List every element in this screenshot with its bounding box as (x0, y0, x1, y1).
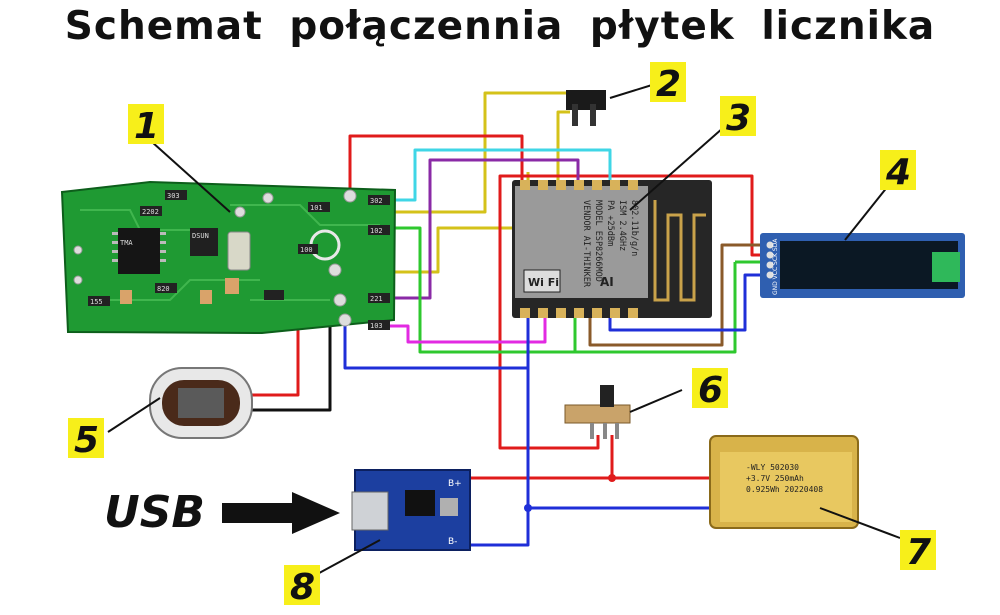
wire-yellow-2 (556, 110, 570, 182)
ai-badge: AI (600, 275, 614, 289)
battery-text: -WLY 502030 (746, 463, 799, 472)
callout-number: 4 (885, 152, 911, 193)
esp-text: 802.11b/g/n (629, 200, 639, 256)
callout-number: 3 (726, 98, 751, 139)
charger-board: B+ B- (351, 469, 471, 551)
charger-pin-label: B+ (448, 479, 462, 489)
callout-number: 7 (906, 532, 931, 573)
pcb-label: 100 (300, 246, 313, 254)
lipo-battery: -WLY 502030 +3.7V 250mAh 0.925Wh 2022040… (709, 435, 859, 529)
callout-8: 8 (284, 565, 320, 608)
wifi-badge: Wi Fi (528, 276, 559, 289)
callout-3: 3 (720, 96, 756, 139)
wire-green-1 (382, 226, 577, 354)
esp-text: ISM 2.4GHz (617, 200, 627, 251)
battery-text: 0.925Wh 20220408 (746, 485, 823, 494)
wire-red-top (348, 134, 524, 196)
callout-number: 1 (134, 106, 159, 147)
callout-number: 6 (698, 370, 723, 411)
callout-number: 5 (74, 420, 99, 461)
usb-input: USB (104, 487, 340, 538)
battery-text: +3.7V 250mAh (746, 474, 804, 483)
pcb-label: 221 (370, 295, 383, 303)
pcb-label: 155 (90, 298, 103, 306)
wire-purple (382, 158, 580, 300)
push-button (566, 90, 606, 126)
oled-display: GND VCC SCK SDA (760, 233, 965, 298)
callout-4: 4 (880, 150, 916, 193)
pcb-label: 2202 (142, 208, 159, 216)
diagram-title: Schemat połączennia płytek licznika (64, 4, 936, 49)
speaker (149, 367, 253, 439)
wire-brown (588, 243, 765, 347)
callout-5: 5 (68, 418, 104, 461)
charger-pin-label: B- (448, 537, 457, 547)
usb-label: USB (104, 487, 205, 538)
esp-text: PA +25dBm (605, 200, 615, 246)
pcb-label: 103 (370, 322, 383, 330)
pcb-label: 302 (370, 197, 383, 205)
oled-pins-label: GND VCC SCK SDA (772, 238, 779, 295)
pcb-label: 102 (370, 227, 383, 235)
callout-6: 6 (692, 368, 728, 411)
wire-green-3 (575, 262, 737, 354)
pcb-label: 101 (310, 204, 323, 212)
esp-text: MODEL ESP8266MOD (593, 200, 603, 282)
wire-yellow-3 (382, 172, 530, 274)
callout-7: 7 (900, 530, 936, 573)
wire-black-speaker (252, 318, 332, 412)
callout-2: 2 (650, 62, 686, 105)
callout-number: 8 (290, 567, 315, 608)
slide-switch (564, 385, 631, 439)
wire-yellow-1 (388, 91, 568, 214)
callout-number: 2 (656, 64, 681, 105)
wire-red-switch (498, 180, 600, 450)
pcb-label: TMA (120, 239, 133, 247)
wire-blue-2 (608, 273, 765, 332)
esp-text: VENDOR AI-THINKER (581, 200, 591, 288)
pcb-label: 820 (157, 285, 170, 293)
wire-blue-3 (468, 368, 530, 547)
wire-cyan (382, 148, 612, 202)
wire-red-esp (498, 174, 765, 257)
pcb-label: DSUN (192, 232, 209, 240)
esp8266-module: 802.11b/g/n ISM 2.4GHz PA +25dBm MODEL E… (512, 180, 712, 318)
counter-pcb: 303 2202 DSUN TMA 101 302 102 221 103 82… (60, 180, 397, 335)
pcb-label: 303 (167, 192, 180, 200)
wire-magenta (382, 318, 547, 344)
wire-blue-1 (343, 318, 530, 370)
wire-red-battery (610, 435, 712, 480)
callout-1: 1 (128, 104, 164, 147)
